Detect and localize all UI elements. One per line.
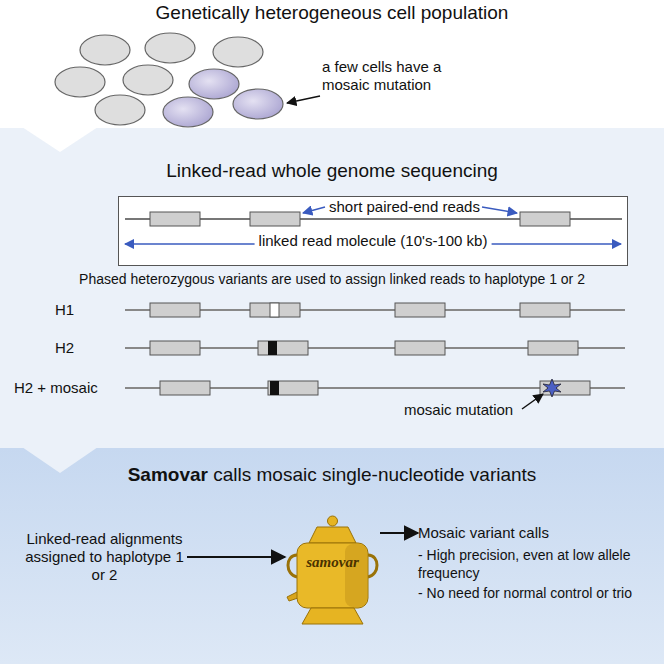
box-ground [118,196,628,266]
text-block: Mosaic variant calls - High precision, ev… [418,524,658,602]
pointer-arrow [287,96,320,103]
node-text: - High precision, even at low allele fre… [418,546,658,582]
leader-arrow [303,207,325,213]
reads [150,303,590,395]
track-label: H2 + mosaic [14,379,98,397]
node-text: linked read molecule (10's-100 kb) [255,232,492,250]
variant-ref [270,303,279,317]
connector-arrow [380,532,418,534]
node-text: samovar [285,553,380,571]
leader-arrow [482,207,517,213]
cells [55,33,283,127]
band-heading: Linked-read whole genome sequencing [0,162,664,180]
track-label: H1 [55,301,74,319]
band-ground [0,448,664,664]
text-block: Linked-read alignments assigned to haplo… [22,530,187,584]
callout-label: a few cells have a mosaic mutation [322,58,472,94]
variant-alt [270,381,279,395]
samovar-shape [285,513,380,628]
chevron [22,447,98,473]
samovar-icon: samovar [285,513,380,628]
molecule-box: short paired-end reads linked read molecu… [118,196,628,266]
band: Samovar calls mosaic single-nucleotide v… [0,448,664,664]
variant-alt [268,341,277,355]
band-ground [0,0,664,128]
band-heading: Genetically heterogeneous cell populatio… [0,4,664,22]
node-text: Linked-read alignments assigned to haplo… [22,530,187,584]
mosaic-star [543,379,561,397]
band-ground [0,128,664,448]
haplotype-tracks [125,310,625,388]
callout-label: mosaic mutation [404,401,513,419]
node-text: Phased heterozygous variants are used to… [0,270,664,288]
chevron [22,127,98,152]
node-text: - No need for normal control or trio [418,584,658,602]
leader-arrow [522,394,543,409]
band: Linked-read whole genome sequencingPhase… [0,128,664,448]
band-heading: Samovar calls mosaic single-nucleotide v… [0,466,664,484]
node-text: Mosaic variant calls [418,524,658,542]
node-text: short paired-end reads [329,198,480,216]
connector-arrow [187,556,285,558]
track-label: H2 [55,339,74,357]
